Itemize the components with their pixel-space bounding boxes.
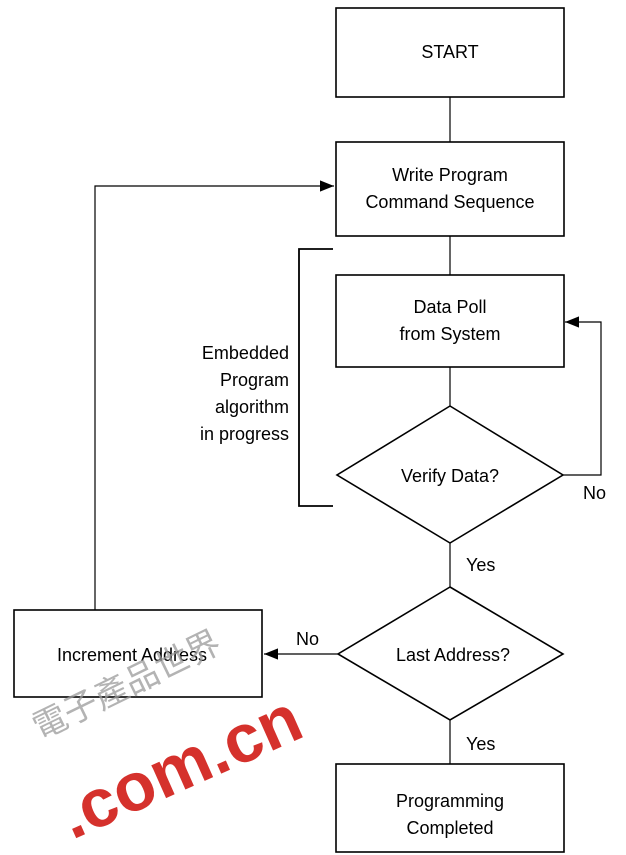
increment-address-label: Increment Address — [57, 645, 207, 665]
bracket-label-line4: in progress — [200, 424, 289, 444]
last-no-label: No — [296, 629, 319, 649]
edge-increment-to-write — [94, 180, 334, 610]
programming-completed-label-line2: Completed — [406, 818, 493, 838]
verify-data-decision: Verify Data? — [335, 405, 565, 544]
edges — [94, 97, 602, 764]
start-node: START — [335, 7, 565, 98]
programming-completed-label-line1: Programming — [396, 791, 504, 811]
bracket-label: Embedded Program algorithm in progress — [200, 343, 289, 444]
verify-yes-label: Yes — [466, 555, 495, 575]
last-address-label: Last Address? — [396, 645, 510, 665]
last-address-decision: Last Address? — [336, 586, 565, 721]
last-yes-label: Yes — [466, 734, 495, 754]
bracket-label-line2: Program — [220, 370, 289, 390]
verify-no-label: No — [583, 483, 606, 503]
write-program-node: Write Program Command Sequence — [335, 141, 565, 237]
write-program-label-line2: Command Sequence — [365, 192, 534, 212]
bracket-label-line3: algorithm — [215, 397, 289, 417]
verify-data-label: Verify Data? — [401, 466, 499, 486]
embedded-algorithm-bracket — [298, 248, 333, 507]
programming-completed-node: Programming Completed — [335, 763, 565, 853]
data-poll-label-line1: Data Poll — [413, 297, 486, 317]
start-label: START — [421, 42, 478, 62]
edge-verify-no-loop — [563, 316, 602, 476]
data-poll-label-line2: from System — [399, 324, 500, 344]
data-poll-node: Data Poll from System — [335, 274, 565, 368]
write-program-label-line1: Write Program — [392, 165, 508, 185]
bracket-label-line1: Embedded — [202, 343, 289, 363]
increment-address-node: Increment Address — [13, 609, 263, 698]
